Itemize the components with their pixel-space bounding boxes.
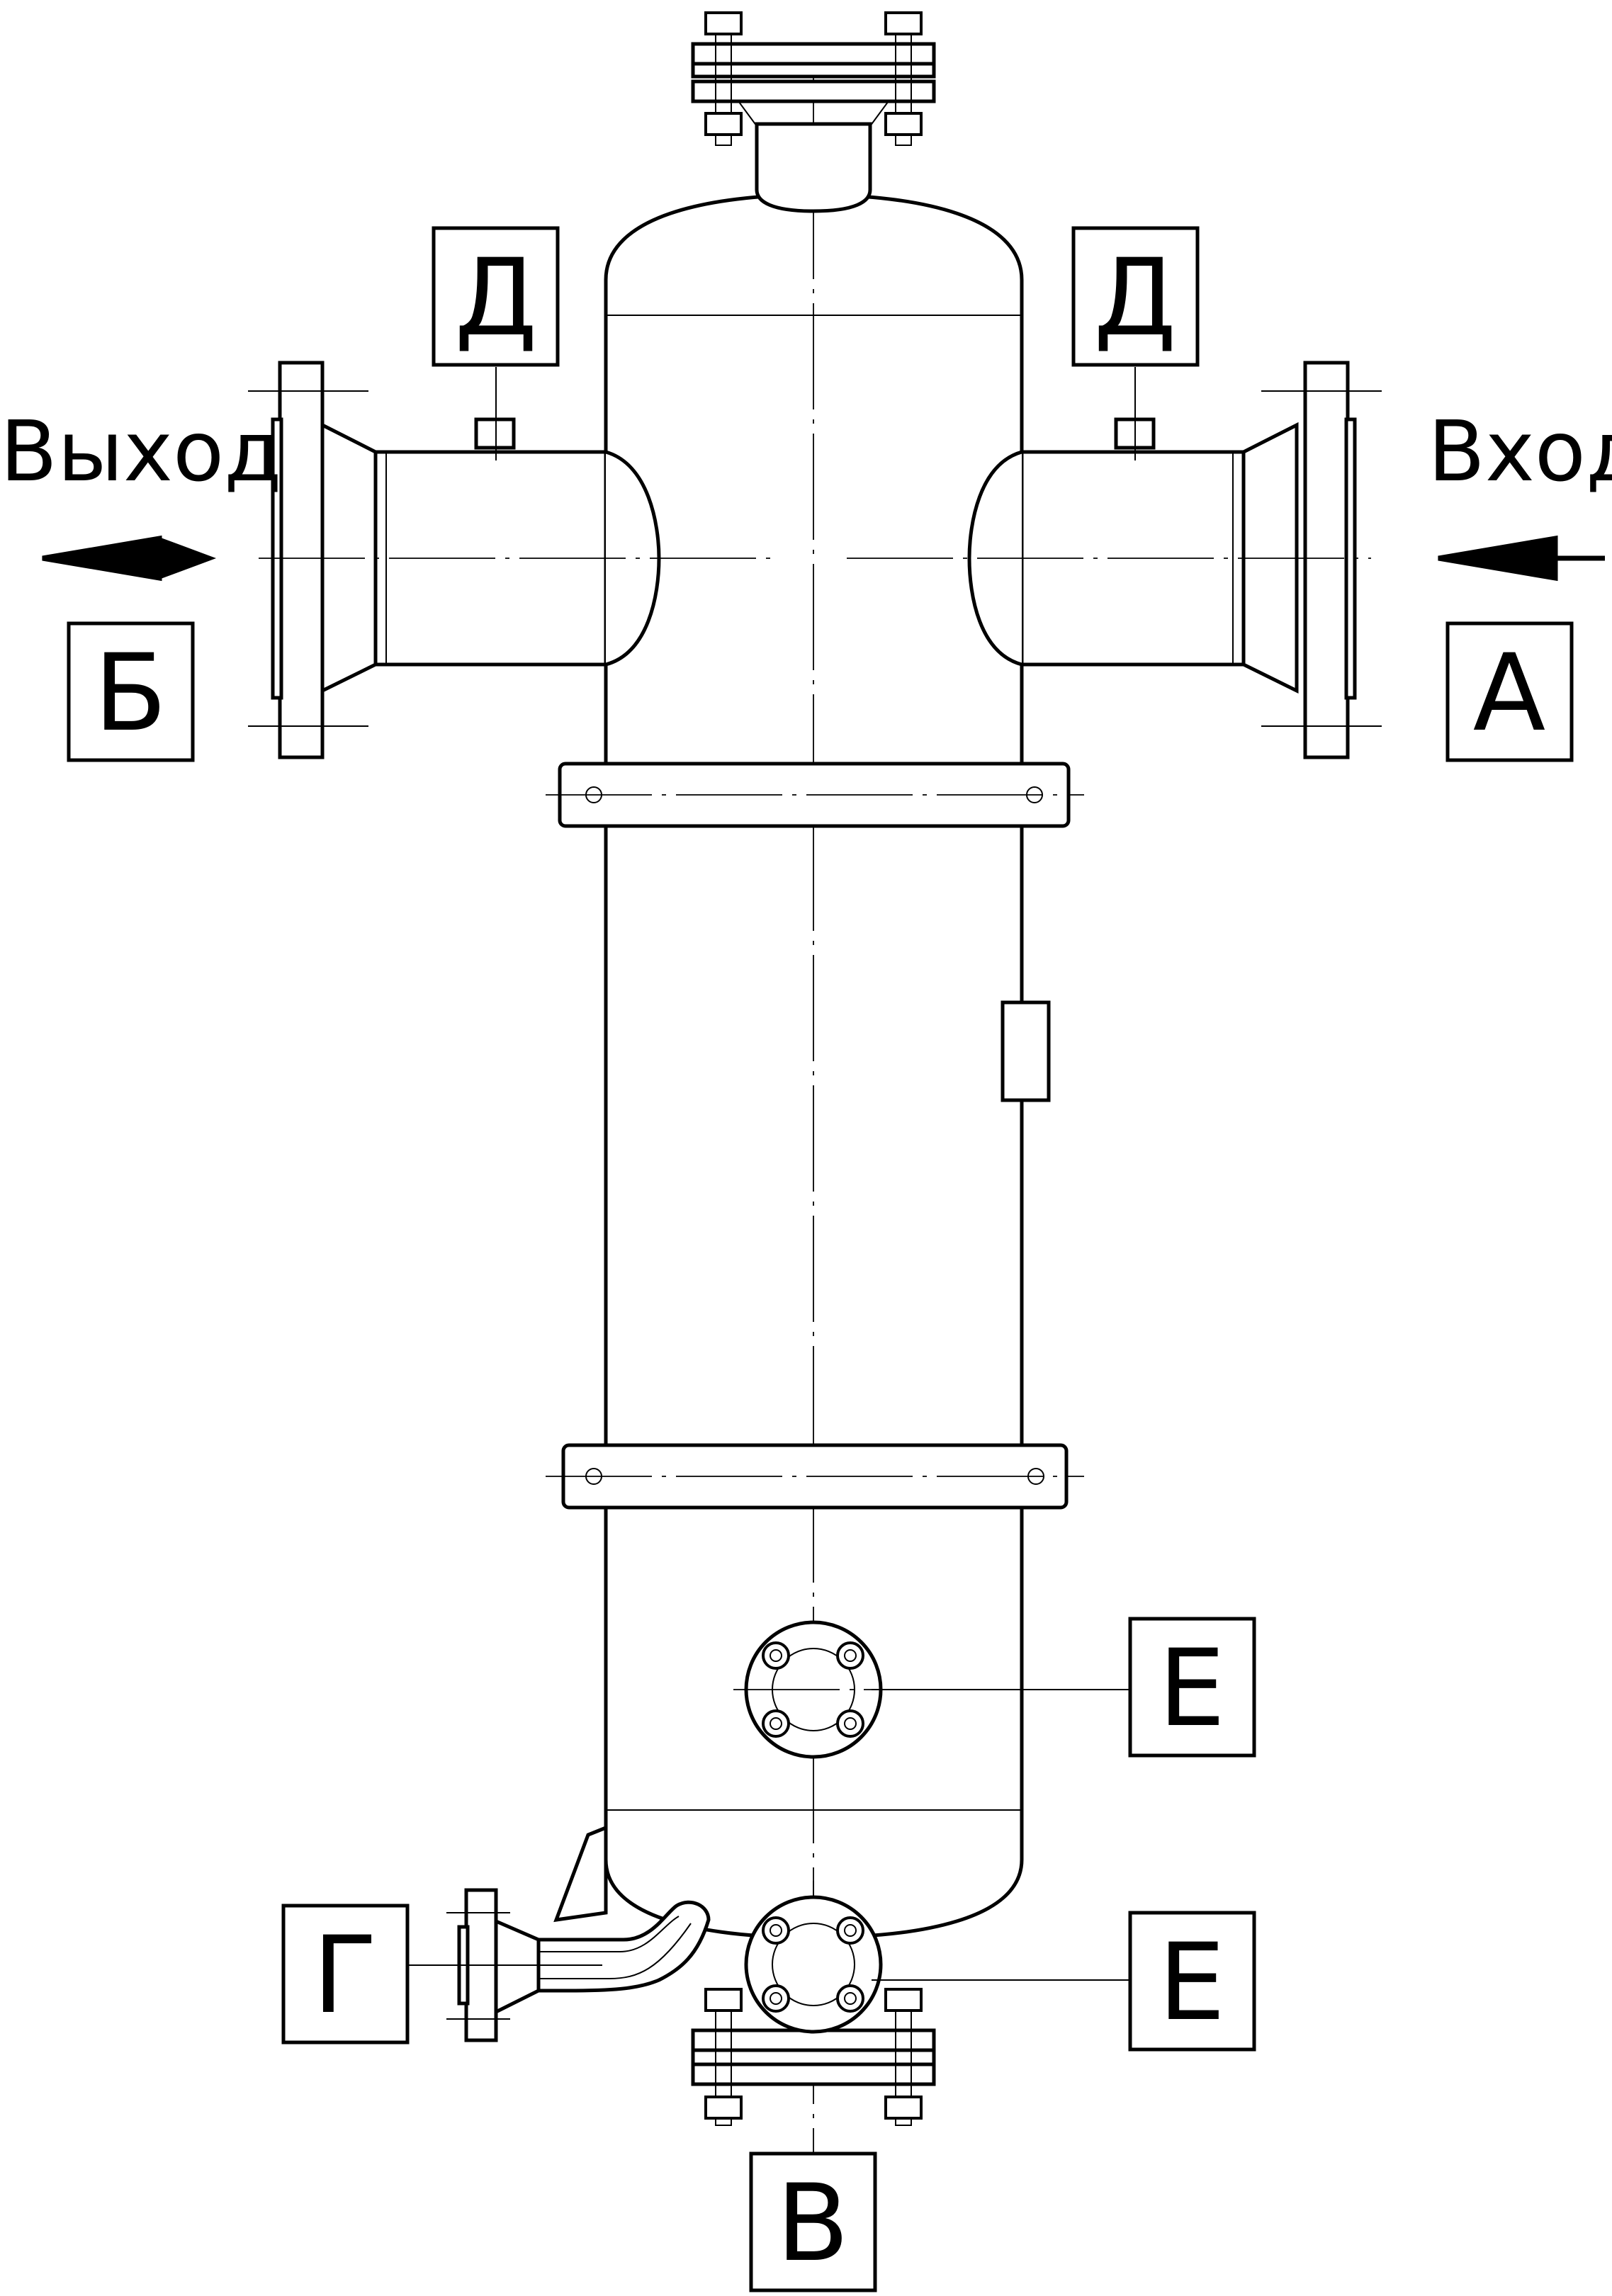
top-nozzle — [755, 122, 872, 213]
inlet-flange — [1303, 361, 1350, 759]
inlet-flange-face — [1344, 417, 1357, 700]
outlet-vent-boss — [474, 417, 516, 450]
port-e-upper-label: Е — [1159, 1627, 1226, 1751]
port-d-right-label: Д — [1093, 237, 1176, 360]
port-e-upper-box — [1128, 1617, 1256, 1758]
port-a-label: А — [1473, 632, 1546, 755]
bottom-inspection-bolts — [762, 1916, 864, 2013]
port-v-box — [749, 2151, 877, 2292]
bottom-inspection-bore — [772, 1923, 855, 2006]
port-e-lower-label: Е — [1159, 1921, 1226, 2045]
inlet-word: Вход — [1428, 402, 1612, 500]
drain-pipe-inner — [539, 1916, 692, 1979]
bottom-flange-lower — [691, 2062, 936, 2086]
port-v-label: В — [777, 2162, 850, 2285]
port-a-box — [1445, 621, 1574, 762]
top-nozzle-neck — [736, 98, 891, 127]
outlet-arrow-head — [42, 535, 162, 582]
top-flange-lower — [691, 79, 936, 103]
drain-pipe-taper — [494, 1918, 541, 2015]
port-d-left-label: Д — [454, 237, 537, 360]
side-inspection-bolts — [762, 1641, 864, 1738]
drain-pipe-elbow — [526, 1900, 711, 1993]
outlet-word: Выход — [0, 402, 282, 500]
outlet-flange — [278, 361, 325, 759]
bottom-flange-bolts — [704, 1988, 923, 2126]
port-b-box — [67, 621, 195, 762]
top-flange-upper — [691, 42, 936, 66]
port-d-right-box — [1071, 226, 1200, 367]
drain-support-gusset — [553, 1825, 608, 1923]
port-e-lower-box — [1128, 1911, 1256, 2052]
port-g-box — [281, 1904, 410, 2045]
inlet-arrow-head — [1438, 535, 1558, 582]
bottom-flange-gasket — [691, 2048, 936, 2066]
top-flange-bolts — [704, 11, 923, 146]
port-b-label: Б — [94, 632, 167, 755]
bottom-inspection-flange — [744, 1895, 883, 2034]
port-d-left-box — [432, 226, 560, 367]
nameplate — [1001, 1000, 1051, 1102]
port-g-label: Г — [312, 1914, 377, 2037]
